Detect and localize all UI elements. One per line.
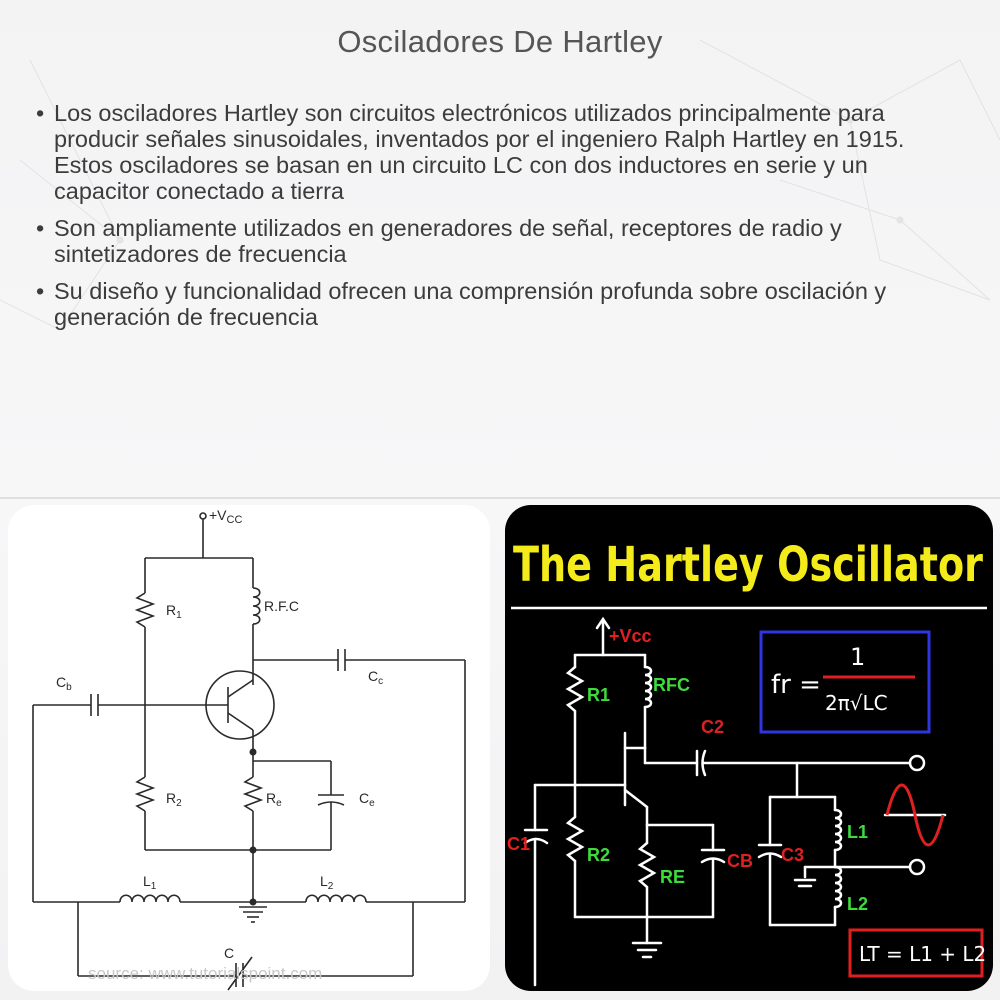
c3-label: C3 [781,845,804,865]
vcc-label: +VCC [209,507,242,526]
bullet-item: • Son ampliamente utilizados en generador… [34,215,964,267]
l2-label: L2 [847,894,868,914]
formula-lhs: fr = [771,670,821,700]
c2-label: C2 [701,717,724,737]
ce-label: Ce [359,790,375,809]
page-title: Osciladores De Hartley [337,24,663,59]
bullet-dot: • [36,278,45,304]
formula-numerator: 1 [850,643,865,671]
bullet-item: • Su diseño y funcionalidad ofrecen una c… [34,278,964,330]
cb-label: Cb [56,674,72,693]
re-label: Re [266,790,282,809]
formula-box [759,630,931,734]
l2-label: L2 [320,873,334,892]
formula-denominator: 2π√LC [825,691,888,715]
bullet-dot: • [36,100,45,126]
r1-label: R1 [587,685,610,705]
l1-label: L1 [143,873,157,892]
hartley-schematic-card: +VCC R1 R.F.C Cc Cb R2 Re Ce L1 L2 C sou… [8,505,490,991]
bullet-list: • Los osciladores Hartley son circuitos e… [34,100,964,341]
bullet-dot: • [36,215,45,241]
bullet-text: Los osciladores Hartley son circuitos el… [54,100,905,204]
chalkboard-title: The Hartley Oscillator [513,537,983,593]
r2-label: R2 [166,790,182,809]
rfc-label: RFC [653,675,690,695]
sine-wave-icon [885,783,945,847]
hartley-chalkboard-card: The Hartley Oscillator fr = 1 2π√LC [505,505,993,991]
bullet-text: Son ampliamente utilizados en generadore… [54,215,842,267]
hartley-schematic: +VCC R1 R.F.C Cc Cb R2 Re Ce L1 L2 C sou… [32,507,466,991]
r1-label: R1 [166,602,182,621]
r2-label: R2 [587,845,610,865]
c-label: C [224,945,234,961]
source-watermark: source: www.tutorialspoint.com [88,964,322,983]
re-label: RE [660,867,685,887]
total-inductance-box [848,928,984,978]
vcc-label: +Vcc [609,626,652,646]
hartley-chalkboard: The Hartley Oscillator fr = 1 2π√LC [507,537,987,987]
cc-label: Cc [368,668,383,687]
bullet-item: • Los osciladores Hartley son circuitos e… [34,100,964,204]
cb-label: CB [727,851,753,871]
l1-label: L1 [847,822,868,842]
total-inductance-formula: LT = L1 + L2 [859,942,986,966]
rfc-label: R.F.C [264,598,299,614]
c1-label: C1 [507,834,530,854]
section-divider [0,497,1000,499]
bullet-text: Su diseño y funcionalidad ofrecen una co… [54,278,887,330]
